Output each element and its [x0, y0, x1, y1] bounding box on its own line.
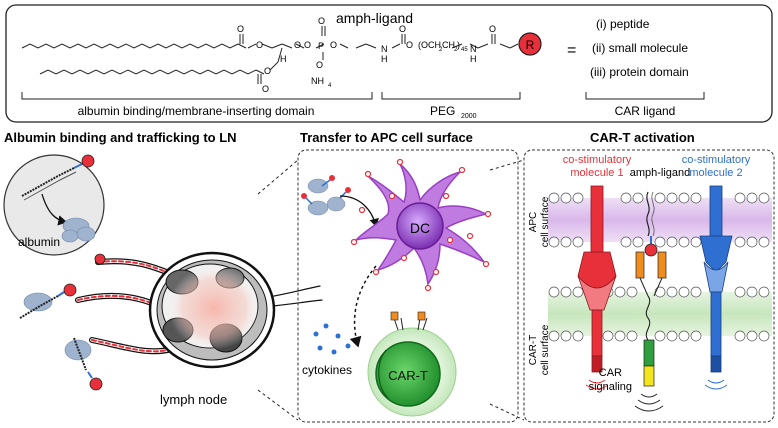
zoom-line-right-bottom	[489, 403, 525, 421]
svg-text:O: O	[489, 24, 496, 34]
svg-text:N: N	[470, 44, 477, 54]
car-signal	[634, 393, 664, 412]
cytokine-dots	[313, 323, 351, 355]
nh4-label: NH	[311, 76, 324, 86]
apc-side-label-1: APC	[528, 212, 539, 233]
transfer-arrow	[339, 195, 379, 228]
cart-membrane-heads	[548, 286, 770, 342]
segment-car-label: CAR ligand	[615, 104, 676, 118]
apc-membrane-heads	[548, 192, 770, 248]
car-t-cell	[367, 311, 457, 417]
car-signaling-label-2: signaling	[589, 381, 632, 393]
costim1-molecule	[577, 185, 617, 373]
panel1-title: Albumin binding and trafficking to LN	[4, 130, 237, 145]
svg-text:O: O	[264, 66, 271, 76]
panel2-albumin	[301, 175, 351, 216]
cart-side-label-1: CAR-T	[528, 335, 539, 366]
svg-text:O: O	[330, 40, 337, 50]
dc-surface-ligands	[350, 158, 492, 292]
r-group-circle	[518, 32, 542, 56]
svg-text:O: O	[406, 40, 413, 50]
albumin-protein	[61, 217, 96, 243]
equals-sign: =	[567, 42, 576, 59]
svg-text:4: 4	[328, 83, 332, 89]
svg-text:2: 2	[454, 47, 458, 53]
svg-text:P: P	[318, 41, 324, 51]
svg-text:O: O	[294, 40, 301, 50]
panel2-title: Transfer to APC cell surface	[300, 130, 473, 145]
option-small-molecule: (ii) small molecule	[592, 41, 688, 55]
costim2-molecule	[699, 185, 733, 373]
lymph-node	[148, 251, 276, 369]
lipid-tails	[21, 26, 519, 84]
option-peptide: (i) peptide	[596, 17, 650, 31]
segment-peg-sub: 2000	[461, 113, 477, 120]
apc-side-label-2: cell surface	[540, 196, 551, 247]
cart-membrane-band	[548, 292, 772, 336]
svg-text:H: H	[381, 54, 388, 64]
costim2-signal	[704, 379, 728, 390]
svg-text:): )	[457, 40, 460, 50]
svg-text:O: O	[237, 24, 244, 34]
albumin-label: albumin	[18, 235, 60, 249]
costim1-label-2: molecule 1	[570, 167, 623, 179]
activation-arrow	[349, 265, 377, 348]
costim2-label-2: molecule 2	[689, 167, 742, 179]
svg-text:O: O	[318, 16, 325, 26]
car-receptor	[635, 251, 667, 387]
top-title: amph-ligand	[336, 10, 413, 26]
svg-text:O: O	[256, 40, 263, 50]
svg-text:O: O	[399, 24, 406, 34]
peg-unit: (OCH	[418, 40, 441, 50]
cart-label: CAR-T	[388, 368, 428, 383]
zoom-line-right-top	[489, 159, 525, 171]
svg-text:2: 2	[439, 47, 443, 53]
option-protein-domain: (iii) protein domain	[590, 65, 689, 79]
svg-text:45: 45	[461, 47, 468, 53]
panel3-title: CAR-T activation	[590, 130, 695, 145]
costim1-signal	[585, 379, 609, 390]
chem-labels: O O O O H O O P O O O NH 4 N H O O (OCH …	[237, 16, 496, 94]
svg-text:O: O	[262, 84, 269, 94]
inset-amph-molecule	[21, 154, 95, 201]
segment-albumin-label: albumin binding/membrane-inserting domai…	[78, 104, 315, 118]
panel2-box	[297, 149, 519, 423]
cart-side-label-2: cell surface	[540, 324, 551, 375]
lymph-node-label: lymph node	[160, 392, 227, 407]
dc-label: DC	[410, 220, 430, 236]
panel3-box	[523, 149, 775, 423]
cytokines-label: cytokines	[302, 363, 352, 377]
costim2-label-1: co-stimulatory	[682, 154, 751, 166]
svg-text:N: N	[381, 44, 388, 54]
svg-text:O: O	[316, 60, 323, 70]
costim1-label-1: co-stimulatory	[563, 154, 632, 166]
svg-text:H: H	[470, 54, 477, 64]
top-box	[5, 4, 773, 123]
zoom-line-bottom	[257, 389, 299, 421]
segment-brackets	[21, 92, 705, 100]
svg-text:CH: CH	[442, 40, 455, 50]
zoom-line-top	[257, 159, 299, 195]
car-signaling-label-1: CAR	[599, 367, 622, 379]
amph-ligand-label: amph-ligand	[630, 167, 691, 179]
r-label: R	[526, 38, 535, 52]
segment-peg-label: PEG	[430, 104, 455, 118]
apc-membrane-band	[548, 198, 772, 242]
amph-ligand-membrane	[644, 191, 658, 257]
svg-text:H: H	[280, 54, 287, 64]
svg-text:O: O	[304, 40, 311, 50]
dendritic-cell	[353, 163, 489, 287]
free-amph-molecules	[19, 253, 106, 391]
